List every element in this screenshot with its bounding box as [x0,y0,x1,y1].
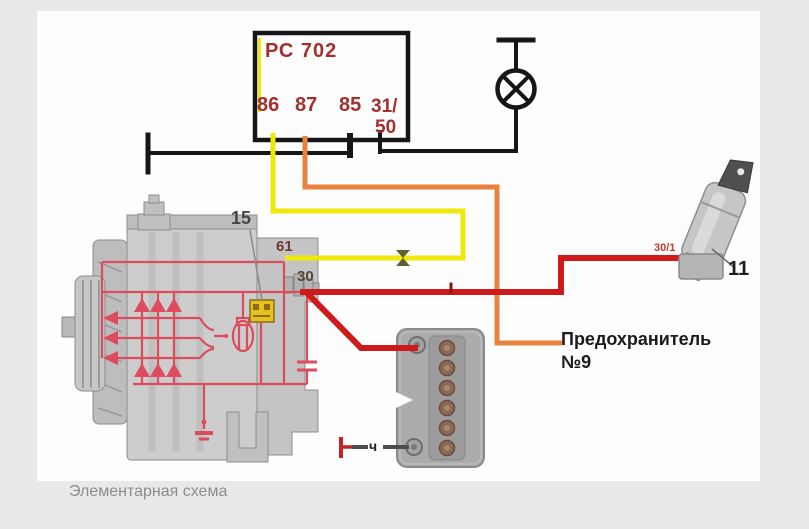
red-wire-main [300,255,687,295]
fuse-screws [438,339,456,457]
fuse-label-line1: Предохранитель [561,329,712,349]
stator-winding [199,317,224,359]
relay-terminal-31-label: 31/ [371,96,398,117]
winding-node [224,334,228,338]
red-wire-branch [302,288,418,351]
alternator-shaft-bolt [61,316,76,338]
yellow-wire [270,133,466,261]
pointer-line-15 [249,229,263,301]
relay-title: РС 702 [265,40,338,62]
fuse-bottom-terminal-pin [411,444,417,450]
pulley-grooves [82,280,100,388]
fuse-box-notch [396,392,413,408]
switch-terminal-label: 30/1 [654,242,676,254]
field-coil-brushes [237,324,249,350]
alternator-illustration [61,194,320,463]
switch-band [700,200,740,219]
relay-terminal-85-label: 85 [339,94,362,116]
switch-item-label: 11 [728,258,750,280]
relay-terminal-86-label: 86 [257,94,280,116]
switch-key-hole [737,168,745,176]
voltage-regulator [249,299,275,323]
fuse-label: Предохранитель №9 [561,328,751,374]
ignition-switch [678,159,754,282]
lamp-cross [501,74,531,104]
ground-node [201,419,207,425]
relay-terminal-87-label: 87 [295,94,318,116]
diode-bridge-bottom [134,363,182,377]
alternator-terminal-61-label: 61 [276,238,293,255]
alternator-schematic-overlay [100,260,317,441]
switch-base [678,253,724,280]
alternator-mount-foot [226,411,269,463]
pointer-line-11 [711,248,736,269]
relay-box [252,30,411,143]
yellow-wire-path [270,133,466,261]
caption: Элементарная схема [69,483,228,500]
diode-bridge-top [134,298,182,312]
fuse-label-line2: №9 [561,352,592,372]
warning-lamp [495,68,537,110]
body-ribs [148,232,204,452]
fuse-ground-wire [339,437,409,458]
alternator-terminal-30-label: 30 [297,268,314,285]
red-wire [300,255,687,351]
alternator-top-cap [137,194,171,231]
relay-terminal-50-label: 50 [375,117,397,138]
regulator-item-label: 15 [231,208,252,228]
fuse-box-panel [428,335,466,461]
fuse-box [396,328,485,468]
yellow-wire-connector [396,250,410,266]
wire-color-mark: ч [369,438,378,454]
phase-arrows [103,311,118,365]
orange-wire [302,136,562,346]
rotor-field-coil [231,319,255,353]
switch-key [717,159,754,194]
black-wiring [145,37,536,175]
